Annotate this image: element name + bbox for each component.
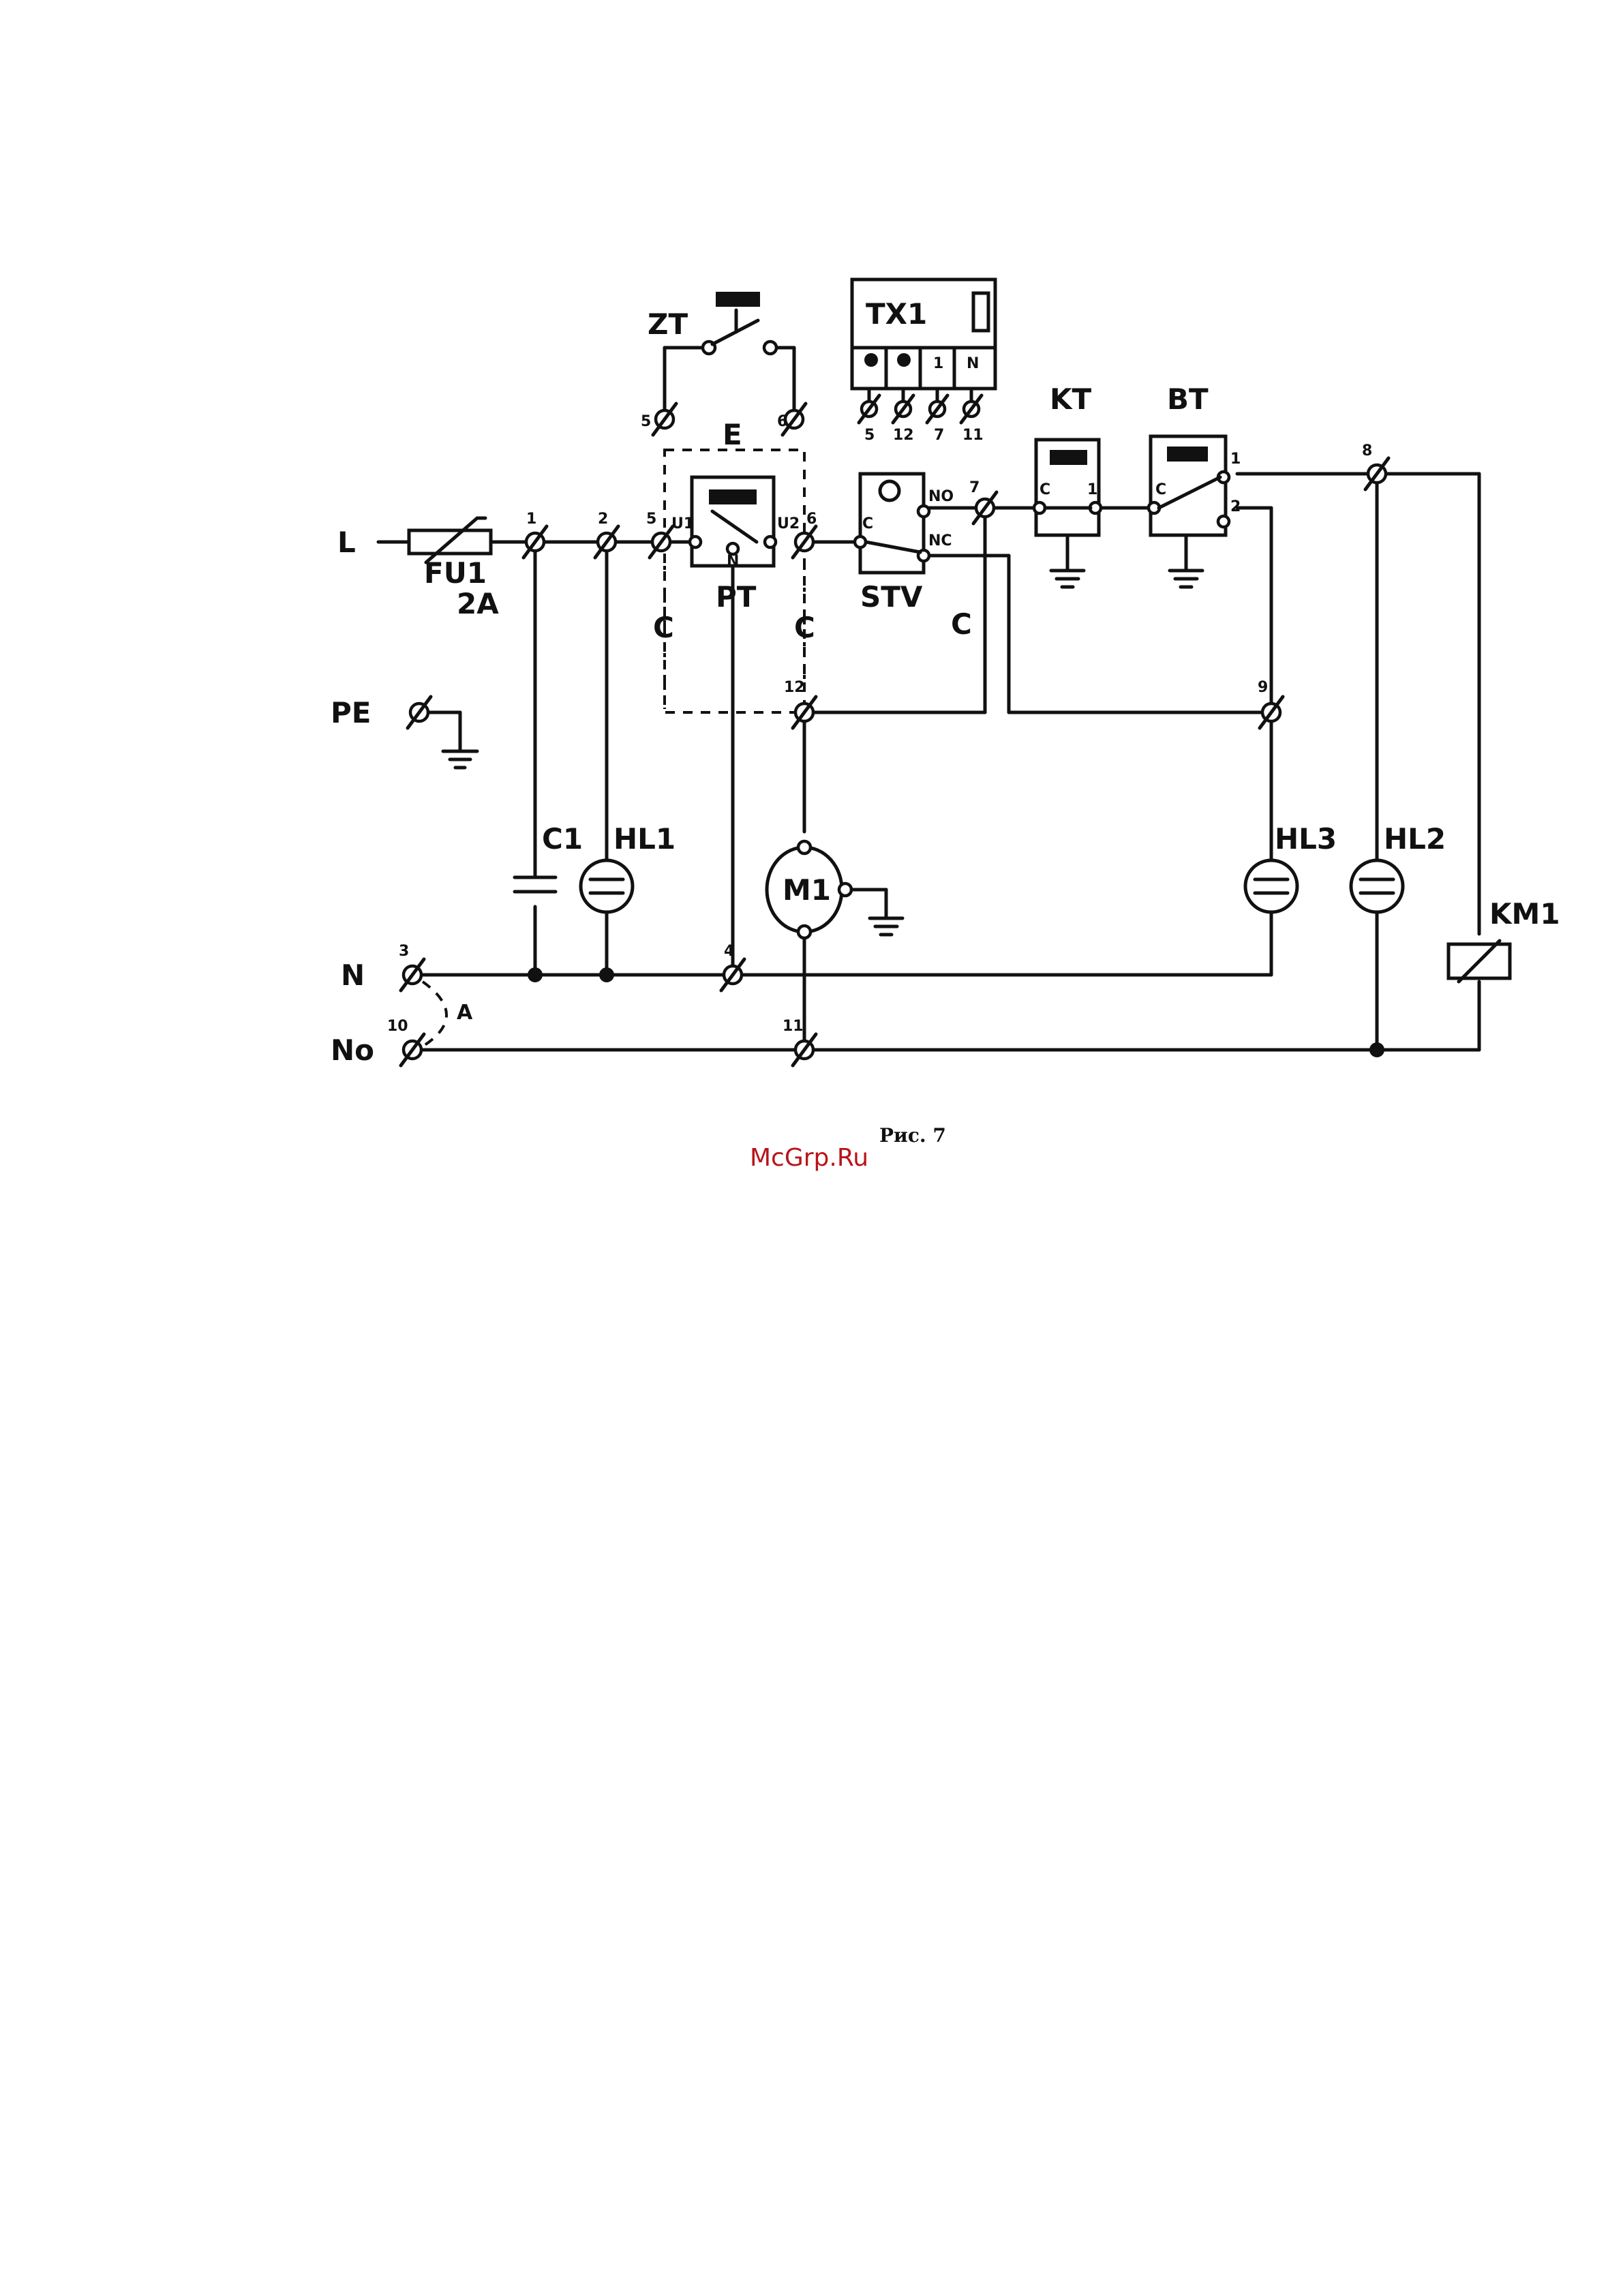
thermostat-kt-label: KT — [1050, 382, 1092, 416]
stv-branch-c-label: C — [951, 607, 972, 641]
fuse-rating-label: 2A — [457, 587, 499, 620]
terminal-3 — [401, 959, 424, 991]
lamp-hl3-label: HL3 — [1275, 822, 1337, 856]
terminal-tx-5-label: 5 — [864, 427, 875, 444]
terminal-1-label: 1 — [526, 511, 536, 528]
terminal-tx-12-label: 12 — [893, 427, 914, 444]
switch-zt-label: ZT — [648, 307, 688, 341]
link-label: A — [457, 1001, 473, 1025]
switch-zt — [703, 292, 776, 354]
terminal-11-label: 11 — [783, 1018, 804, 1035]
lamp-hl3 — [1245, 860, 1297, 912]
terminal-pe — [408, 697, 431, 728]
figure-caption: Рис. 7 — [879, 1124, 946, 1147]
switch-stv-label: STV — [860, 580, 923, 614]
kt-c-label: C — [1040, 481, 1050, 498]
contactor-km1-coil — [1448, 941, 1510, 982]
terminal-3-label: 3 — [399, 943, 409, 960]
terminal-2-label: 2 — [598, 511, 608, 528]
terminal-10 — [401, 1034, 424, 1066]
lamp-hl1-label: HL1 — [613, 822, 676, 856]
terminal-zt-5-label: 5 — [641, 413, 651, 430]
motor-label: M1 — [783, 873, 831, 907]
bt-c-label: C — [1155, 481, 1166, 498]
kt-1-label: 1 — [1087, 481, 1097, 498]
rail-label-n: N — [341, 958, 365, 992]
terminal-tx-11-label: 11 — [962, 427, 984, 444]
pt-c-right-label: C — [794, 611, 815, 644]
lamp-hl2-label: HL2 — [1384, 822, 1446, 856]
fuse-name-label: FU1 — [424, 556, 487, 590]
terminal-6-label: 6 — [806, 511, 817, 528]
capacitor-c1 — [515, 877, 556, 892]
terminal-tx-7-label: 7 — [934, 427, 944, 444]
thermostat-kt — [1034, 440, 1101, 587]
stv-c-label: C — [862, 515, 873, 532]
tx-slot-1-label: 1 — [933, 355, 943, 372]
terminal-5-label: 5 — [646, 511, 656, 528]
rail-label-l: L — [337, 526, 356, 559]
bt-2-label: 2 — [1230, 498, 1241, 515]
pt-n-label: N — [727, 553, 739, 570]
terminal-8-label: 8 — [1362, 442, 1372, 459]
lamp-hl2 — [1351, 860, 1403, 912]
rail-label-pe: PE — [331, 696, 371, 729]
watermark: McGrp.Ru — [750, 1144, 868, 1172]
tx-slot-n-label: N — [967, 355, 979, 372]
pt-u2-label: U2 — [777, 515, 800, 532]
lamp-hl1 — [581, 860, 633, 912]
stv-no-label: NO — [928, 488, 954, 505]
junction-nodes — [528, 967, 1384, 1057]
terminal-9-label: 9 — [1258, 679, 1268, 696]
thermostat-pt-label: PT — [716, 580, 757, 614]
terminal-zt-6-label: 6 — [777, 413, 787, 430]
thermostat-bt — [1149, 436, 1229, 587]
enclosure-label: E — [723, 418, 742, 451]
stv-nc-label: NC — [928, 532, 952, 549]
contactor-label: KM1 — [1489, 897, 1560, 931]
terminal-7-label: 7 — [969, 479, 980, 496]
pe-ground-icon — [443, 751, 477, 768]
pt-u1-label: U1 — [671, 515, 694, 532]
terminal-5 — [650, 526, 673, 558]
wires — [378, 348, 1479, 1050]
terminal-12-label: 12 — [784, 679, 805, 696]
terminal-10-label: 10 — [387, 1018, 408, 1035]
rail-label-no: No — [331, 1033, 374, 1067]
capacitor-label: C1 — [542, 822, 583, 856]
bt-1-label: 1 — [1230, 451, 1241, 468]
controller-label: TX1 — [866, 297, 927, 331]
pt-c-left-label: C — [653, 611, 674, 644]
terminal-4-label: 4 — [724, 943, 734, 960]
thermostat-bt-label: BT — [1167, 382, 1209, 416]
